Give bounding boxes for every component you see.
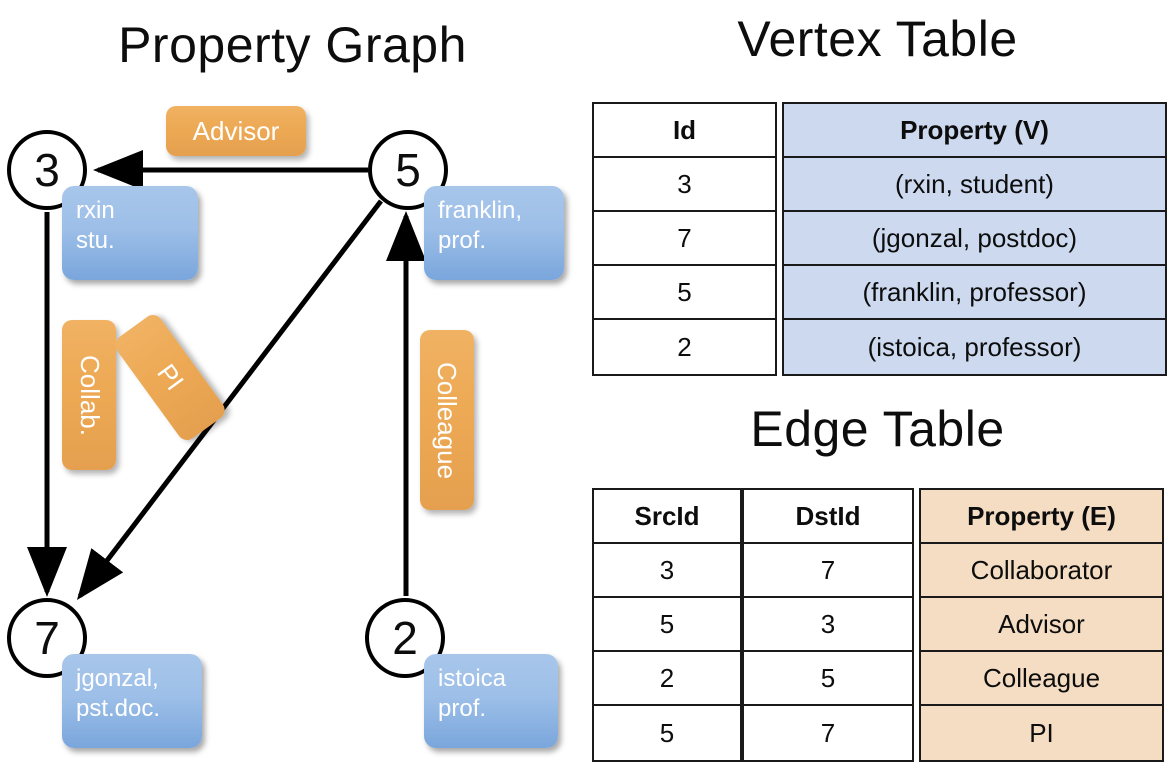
table-cell: 7 <box>744 706 912 760</box>
vertex-property-line2: pst.doc. <box>76 695 161 722</box>
table-cell: Collaborator <box>921 544 1162 598</box>
vertex-property-line1: jgonzal, <box>76 665 159 692</box>
vertex-table-header-property: Property (V) <box>784 104 1165 158</box>
table-cell: Colleague <box>921 652 1162 706</box>
edge-line-pi <box>76 199 383 600</box>
vertex-property-line1: rxin <box>76 197 115 224</box>
table-cell: (istoica, professor) <box>784 320 1165 374</box>
table-cell: (franklin, professor) <box>784 266 1165 320</box>
vertex-property-line2: prof. <box>438 695 487 722</box>
vertex-table-header-id: Id <box>594 104 775 158</box>
graph-edges-svg <box>27 150 426 600</box>
edge-label-text: Colleague <box>432 361 463 479</box>
table-cell: 2 <box>594 320 775 374</box>
vertex-property-bubble-2: istoica prof. <box>424 654 558 748</box>
page-title-edge-table: Edge Table <box>750 401 1005 457</box>
vertex-property-bubble-7: jgonzal, pst.doc. <box>62 654 202 748</box>
table-cell: PI <box>921 706 1162 760</box>
edge-table-header-property: Property (E) <box>921 490 1162 544</box>
table-cell: 3 <box>594 544 740 598</box>
table-cell: 7 <box>744 544 912 598</box>
edge-table-column-property: Property (E) Collaborator Advisor Collea… <box>919 488 1164 762</box>
table-cell: 3 <box>594 158 775 212</box>
table-cell: 7 <box>594 212 775 266</box>
property-graph-diagram: 3 5 7 2 rxin stu. franklin, prof. jgonza… <box>0 0 585 760</box>
edge-label-text: Advisor <box>192 115 280 146</box>
vertex-property-line1: franklin, <box>438 197 523 224</box>
edge-table-header-dstid: DstId <box>744 490 912 544</box>
edge-label-text: PI <box>151 358 190 396</box>
vertex-property-line2: prof. <box>438 227 487 254</box>
page-title-vertex-table: Vertex Table <box>737 11 1018 67</box>
table-cell: 5 <box>594 706 740 760</box>
table-cell: (jgonzal, postdoc) <box>784 212 1165 266</box>
table-cell: 3 <box>744 598 912 652</box>
vertex-property-line1: istoica <box>438 665 507 692</box>
table-cell: (rxin, student) <box>784 158 1165 212</box>
edge-label-collab: Collab. <box>62 320 116 470</box>
vertex-property-bubble-5: franklin, prof. <box>424 186 564 280</box>
edge-table: SrcId 3 5 2 5 DstId 7 3 5 7 Property (E)… <box>592 488 1164 762</box>
edge-label-colleague: Colleague <box>420 330 474 510</box>
edge-label-text: Collab. <box>74 354 105 436</box>
edge-label-advisor: Advisor <box>166 106 306 156</box>
vertex-table-column-id: Id 3 7 5 2 <box>592 102 777 376</box>
table-cell: 5 <box>594 266 775 320</box>
table-cell: 5 <box>594 598 740 652</box>
table-cell: 5 <box>744 652 912 706</box>
page-title-property-graph: Property Graph <box>118 17 467 73</box>
table-cell: 2 <box>594 652 740 706</box>
vertex-property-bubble-3: rxin stu. <box>62 186 198 280</box>
vertex-property-line2: stu. <box>76 227 115 254</box>
graph-node-5[interactable]: 5 <box>368 130 448 210</box>
edge-table-column-srcid: SrcId 3 5 2 5 <box>592 488 742 762</box>
vertex-table: Id 3 7 5 2 Property (V) (rxin, student) … <box>592 102 1167 376</box>
table-cell: Advisor <box>921 598 1162 652</box>
vertex-table-column-property: Property (V) (rxin, student) (jgonzal, p… <box>782 102 1167 376</box>
edge-table-column-dstid: DstId 7 3 5 7 <box>742 488 914 762</box>
graph-node-2[interactable]: 2 <box>365 598 445 678</box>
edge-table-header-srcid: SrcId <box>594 490 740 544</box>
